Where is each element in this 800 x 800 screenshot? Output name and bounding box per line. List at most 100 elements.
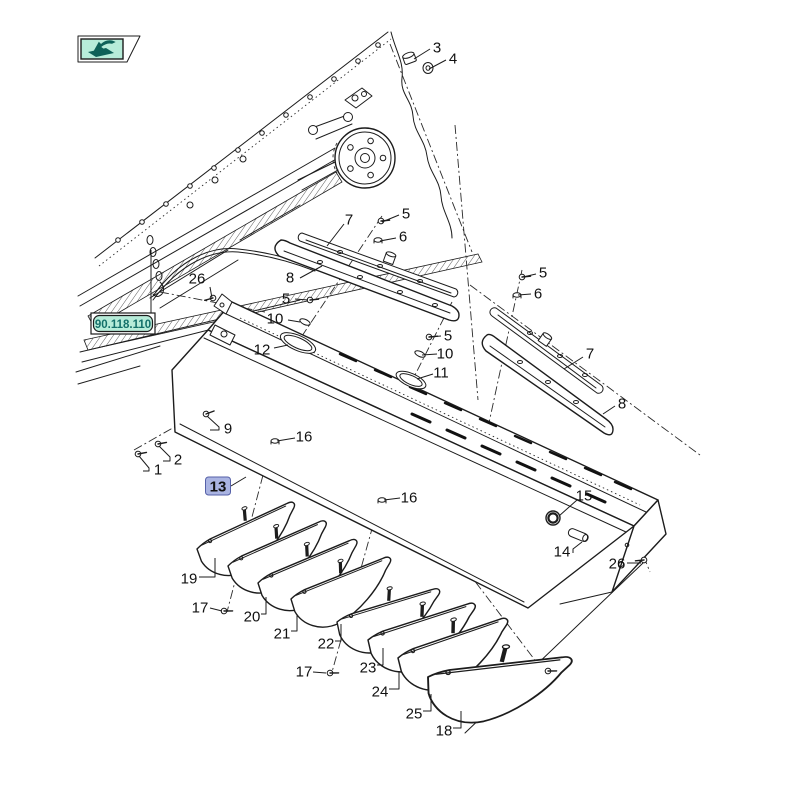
break-line — [390, 31, 453, 239]
leader-line-15-23 — [558, 499, 578, 517]
leader-line-13-21 — [230, 476, 247, 487]
trough-slots — [410, 412, 607, 504]
pulley-support-arm — [297, 87, 373, 191]
leader-line-5-10 — [522, 273, 537, 278]
selected-callout-highlight — [205, 476, 231, 496]
leader-line-6-3 — [379, 237, 397, 242]
leader-line-16-22 — [383, 497, 401, 501]
leader-line-8-13 — [602, 405, 616, 415]
knife-back-strip-8-left — [274, 239, 460, 322]
callout-5-2[interactable]: 5 — [402, 206, 410, 223]
leader-line-23-31 — [377, 648, 384, 666]
leader-line-25-34 — [423, 694, 432, 712]
knife-back-strip-7-left — [297, 232, 459, 298]
callout-21-29[interactable]: 21 — [274, 626, 291, 643]
leader-line-14-24 — [572, 541, 583, 553]
reference-code-text: 90.118.110 — [95, 319, 151, 331]
washer-item-10-center — [414, 350, 426, 358]
callout-5-10[interactable]: 5 — [539, 265, 547, 282]
knife-back-strip-7-right — [489, 307, 604, 394]
callout-25-34[interactable]: 25 — [406, 706, 423, 723]
leader-line-7-12 — [563, 356, 584, 370]
callout-18-35[interactable]: 18 — [436, 723, 453, 740]
callout-4-1[interactable]: 4 — [449, 51, 457, 68]
leader-line-10-8 — [287, 319, 301, 323]
callout-13-21[interactable]: 13 — [210, 479, 227, 496]
leader-line-17-27 — [209, 607, 223, 612]
leader-line-18-35 — [453, 711, 462, 729]
callout-11-16[interactable]: 11 — [433, 365, 449, 382]
leader-line-9-17 — [206, 415, 220, 431]
leader-line-20-28 — [261, 597, 267, 615]
washer-item-12 — [279, 332, 317, 354]
callout-8-13[interactable]: 8 — [618, 396, 626, 413]
callout-2-19[interactable]: 2 — [174, 452, 182, 469]
leader-line-19-26 — [199, 558, 216, 578]
callout-6-11[interactable]: 6 — [534, 286, 542, 303]
leader-line-17-32 — [312, 671, 327, 674]
callout-23-31[interactable]: 23 — [360, 660, 377, 677]
callout-3-0[interactable]: 3 — [433, 40, 441, 57]
reference-label-inner-box — [92, 314, 154, 333]
callout-6-3[interactable]: 6 — [399, 229, 407, 246]
leader-line-5-2 — [381, 214, 400, 223]
callout-17-27[interactable]: 17 — [192, 600, 209, 617]
knife-back-strip-8-right — [481, 333, 614, 436]
callout-20-28[interactable]: 20 — [244, 609, 261, 626]
callout-19-26[interactable]: 19 — [181, 571, 198, 588]
leader-line-12-9 — [273, 344, 289, 349]
leader-line-7-4 — [326, 223, 345, 247]
leader-line-5-14 — [428, 335, 442, 338]
callout-26-25[interactable]: 26 — [609, 556, 626, 573]
leader-line-1-20 — [138, 455, 150, 472]
leader-line-11-16 — [416, 373, 434, 380]
leader-line-21-29 — [291, 615, 298, 632]
callout-8-5[interactable]: 8 — [286, 270, 294, 287]
pin-item-14 — [567, 528, 589, 542]
callout-7-4[interactable]: 7 — [345, 212, 353, 229]
callout-22-30[interactable]: 22 — [318, 636, 335, 653]
callout-17-32[interactable]: 17 — [296, 664, 313, 681]
callout-14-24[interactable]: 14 — [554, 544, 571, 561]
leader-line-16-18 — [276, 437, 296, 442]
rivet-row — [115, 42, 381, 243]
chain-detail — [146, 235, 165, 297]
callout-16-22[interactable]: 16 — [401, 490, 418, 507]
washer-item-10-left — [299, 318, 311, 326]
callout-5-7[interactable]: 5 — [282, 291, 290, 308]
callout-26-6[interactable]: 26 — [189, 271, 206, 288]
drive-pulley — [332, 127, 396, 189]
leader-line-5-7 — [294, 298, 309, 301]
washer-item-6-right — [512, 292, 522, 299]
callout-1-20[interactable]: 1 — [154, 462, 162, 479]
bolt-item-17-upper — [219, 604, 234, 619]
callout-10-8[interactable]: 10 — [267, 311, 284, 328]
callout-10-15[interactable]: 10 — [437, 346, 454, 363]
leader-line-2-19 — [158, 445, 171, 462]
callout-16-18[interactable]: 16 — [296, 429, 313, 446]
leader-line-8-5 — [299, 265, 323, 279]
nut-item-16-upper — [270, 438, 280, 445]
knife-sections-row — [338, 352, 633, 491]
leader-line-6-11 — [517, 293, 532, 296]
part-glyph-icon — [88, 40, 116, 57]
reference-code-label[interactable]: 90.118.110 — [90, 250, 156, 335]
section-thumbnail[interactable] — [77, 35, 141, 63]
callout-15-23[interactable]: 15 — [576, 488, 593, 505]
callout-24-33[interactable]: 24 — [372, 684, 389, 701]
nut-item-3 — [402, 51, 417, 65]
leader-line-3-0 — [413, 48, 431, 60]
washer-item-11 — [395, 370, 427, 390]
leader-line-22-30 — [335, 624, 342, 642]
callout-12-9[interactable]: 12 — [254, 342, 271, 359]
leader-line-4-1 — [428, 59, 447, 70]
bushing-item-15 — [545, 510, 561, 526]
callout-9-17[interactable]: 9 — [224, 421, 232, 438]
callout-7-12[interactable]: 7 — [586, 346, 594, 363]
leader-line-24-33 — [389, 671, 400, 690]
leader-line-10-15 — [421, 353, 438, 356]
callout-5-14[interactable]: 5 — [444, 328, 452, 345]
